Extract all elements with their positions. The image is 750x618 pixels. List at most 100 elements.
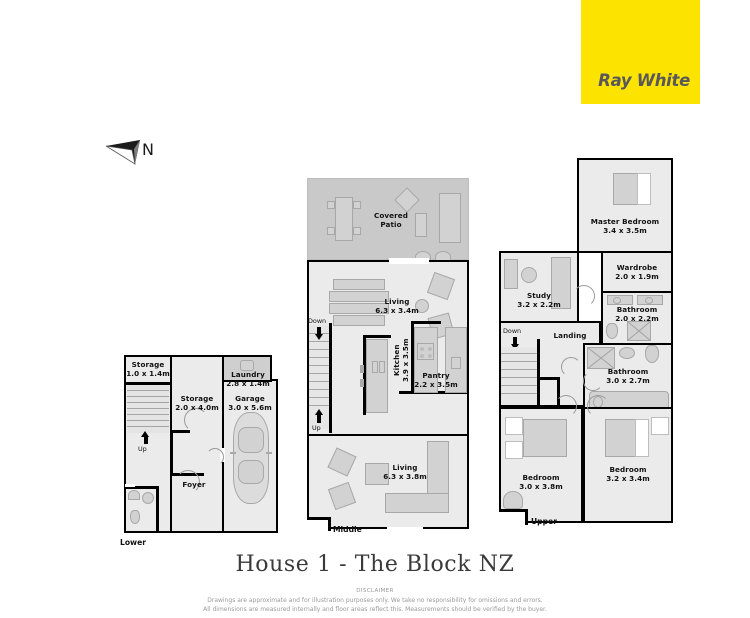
stair-tread — [501, 377, 537, 378]
stair-down-arrow-head — [314, 334, 323, 340]
wall-pantry-left — [411, 321, 414, 393]
stair-tread — [501, 393, 537, 394]
wall-stair-balustrade — [537, 339, 540, 407]
bedside-table-icon — [505, 441, 523, 459]
sink-icon — [379, 361, 385, 373]
bar-stool-icon — [360, 365, 364, 373]
stair-up-arrow-head — [314, 409, 323, 415]
door-swing-arc — [561, 357, 581, 377]
stair-tread — [309, 357, 329, 358]
door-swing-arc — [587, 395, 609, 417]
burner-icon — [420, 354, 424, 358]
chair-icon — [353, 201, 361, 209]
sliding-door-opening — [389, 258, 429, 264]
outdoor-sofa-icon — [439, 193, 461, 243]
shower-cross-icon — [627, 321, 651, 341]
toilet-icon — [606, 323, 618, 339]
armchair-icon — [503, 491, 523, 509]
toilet-icon — [130, 510, 140, 524]
wall-kitchen-top — [363, 335, 391, 338]
stair-tread — [309, 405, 329, 406]
stair-tread — [127, 402, 169, 403]
car-rear-window-icon — [238, 460, 264, 484]
sofa-icon — [385, 493, 449, 513]
wall-kitchen-left — [363, 335, 366, 415]
floor-tag-middle: Middle — [333, 525, 362, 534]
chair-icon — [353, 227, 361, 235]
sofa-cushion-icon — [333, 279, 385, 290]
wall-landing-inner-v — [557, 377, 560, 407]
wall-foyer-vert — [170, 430, 173, 475]
sink-icon — [372, 361, 378, 373]
chair-icon — [327, 227, 335, 235]
upper-stairwell — [501, 347, 537, 405]
ray-white-logo-block: Ray White — [581, 0, 700, 104]
stair-tread — [501, 369, 537, 370]
door-swing-arc — [583, 371, 603, 391]
wall-foyer-divider — [170, 430, 190, 433]
sofa-cushion-icon — [333, 315, 385, 326]
stair-up-arrow-stem — [143, 437, 148, 444]
stair-direction-down-upper: Down — [503, 327, 522, 335]
side-table-icon — [415, 299, 429, 313]
wall-bottom-notch — [307, 517, 331, 520]
car-windshield-icon — [238, 427, 264, 453]
window-opening — [387, 527, 423, 531]
side-table-icon — [415, 213, 427, 237]
sofa-icon — [329, 291, 389, 302]
wall-wc-top — [124, 486, 158, 489]
basin-icon — [128, 490, 140, 500]
stair-tread — [127, 420, 169, 421]
shower-icon — [142, 492, 154, 504]
door-swing-arc — [206, 448, 224, 466]
compass-north-icon — [105, 140, 140, 165]
wall-wc-right — [156, 486, 159, 533]
bedside-table-icon — [505, 417, 523, 435]
stair-down-arrow-stem — [317, 327, 321, 335]
lower-stair-well — [127, 385, 169, 433]
stair-tread — [127, 390, 169, 391]
bottom-left-notch — [307, 519, 329, 531]
toilet-icon — [645, 345, 659, 363]
pillow-icon — [637, 173, 651, 205]
room-label-landing: Landing — [553, 331, 587, 340]
office-chair-icon — [521, 267, 537, 283]
stair-tread — [309, 397, 329, 398]
stair-tread — [127, 396, 169, 397]
stair-down-arrow-stem — [513, 337, 517, 345]
wall-pantry-top — [411, 321, 441, 324]
basin-icon — [645, 297, 653, 304]
bedside-table-icon — [651, 417, 669, 435]
car-mirror-icon — [266, 452, 272, 454]
stair-up-arrow-stem — [317, 415, 321, 423]
stair-direction-up-lower: Up — [138, 445, 147, 453]
room-label-foyer: Foyer — [182, 480, 206, 489]
burner-icon — [420, 347, 424, 351]
floor-tag-upper: Upper — [531, 517, 557, 526]
burner-icon — [428, 347, 432, 351]
wall-stair-right — [329, 323, 332, 433]
fridge-icon — [451, 357, 461, 369]
bed-icon — [523, 419, 567, 457]
stair-tread — [127, 414, 169, 415]
shower-cross-icon — [587, 347, 615, 369]
page-title: House 1 - The Block NZ — [235, 552, 515, 577]
pantry-bench-icon — [414, 327, 438, 393]
dining-table-icon — [335, 197, 353, 241]
basin-icon — [619, 347, 635, 359]
